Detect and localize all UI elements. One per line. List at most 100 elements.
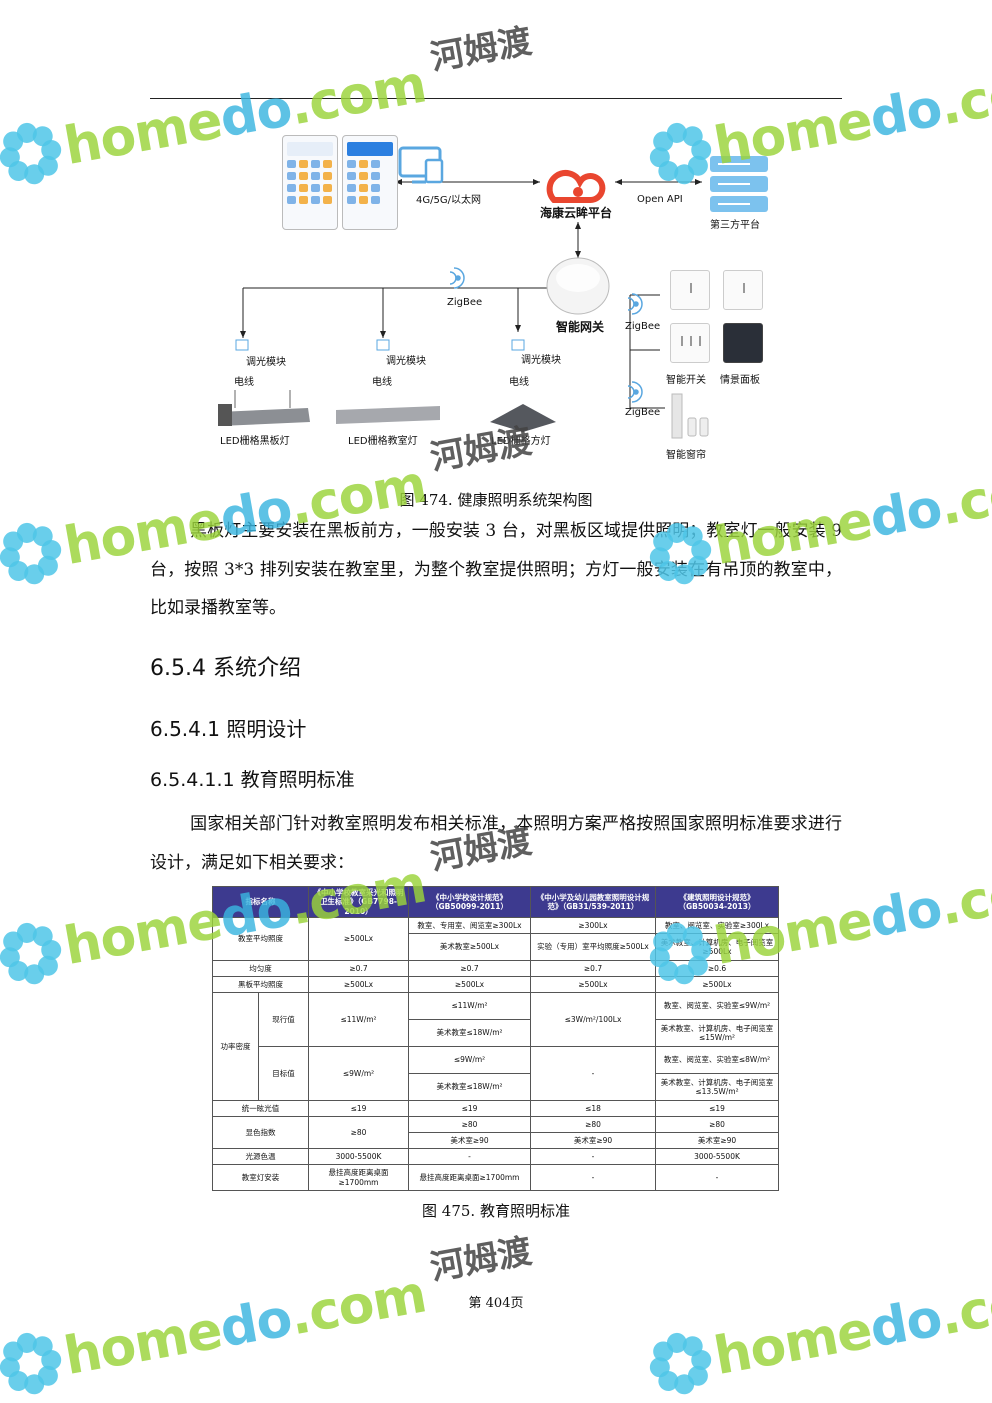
table-row: 统一眩光值 ≤19 ≤19 ≤18 ≤19 — [212, 1100, 779, 1118]
wm-brand-b: do — [865, 78, 946, 150]
table-cell: ≥500Lx — [308, 917, 409, 962]
paragraph-lamp-installation-text: 黑板灯主要安装在黑板前方，一般安装 3 台，对黑板区域提供照明；教室灯一般安装 … — [150, 521, 842, 618]
header-rule — [150, 98, 842, 99]
table-cell: ≥0.7 — [308, 960, 409, 978]
table-cell: 3000-5500K — [655, 1148, 779, 1166]
table-row: 均匀度 ≥0.7 ≥0.7 ≥0.7 ≥0.6 — [212, 960, 779, 978]
wm-brand-a: home — [59, 1300, 227, 1388]
table-cell: ≥500Lx — [655, 976, 779, 994]
wm-brand-b: do — [865, 878, 946, 950]
row-label: 教室灯安装 — [212, 1164, 309, 1192]
scene-panel-icon — [723, 323, 763, 363]
table-cell: - — [655, 1164, 779, 1192]
wm-brand-a: home — [59, 890, 227, 978]
smart-curtain-label: 智能窗帘 — [666, 450, 706, 461]
zigbee-label-right-1: ZigBee — [625, 321, 661, 332]
homedo-flower-logo — [0, 918, 66, 990]
row-label: 教室平均照度 — [212, 917, 309, 962]
dimming-module-label-2: 调光模块 — [386, 356, 426, 367]
dimming-module-label-3: 调光模块 — [521, 355, 561, 366]
homedo-cn-name: 河姆渡 — [427, 20, 535, 78]
homedo-watermark: homedo.com — [645, 1264, 992, 1400]
table-row: 功率密度 现行值 ≤11W/m² ≤11W/m² ≤3W/m²/100Lx 教室… — [212, 992, 779, 1102]
smart-switch-3-gang-icon — [670, 323, 710, 363]
row-label: 显色指数 — [212, 1116, 309, 1150]
table-cell: ≥500Lx — [408, 976, 531, 994]
third-party-label: 第三方平台 — [710, 220, 760, 231]
table-cell: 美术教室≥500Lx — [408, 933, 531, 962]
row-sublabel: 现行值 — [258, 992, 309, 1048]
table-cell: ≤19 — [408, 1100, 531, 1118]
figure-475-caption: 图 475. 教育照明标准 — [422, 1202, 570, 1220]
table-row: 目标值 ≤9W/m² ≤9W/m² - 教室、阅览室、实验室≤8W/m² — [213, 1046, 779, 1102]
table-cell: 教室、阅览室、实验室≥300Lx — [655, 917, 779, 935]
table-row: 光源色温 3000-5500K - - 3000-5500K — [212, 1148, 779, 1166]
scene-panel-label: 情景面板 — [720, 375, 760, 386]
table-cell: ≤18 — [530, 1100, 656, 1118]
smart-switch-1-gang-icon — [670, 270, 710, 310]
table-row: 美术教室≤18W/m² 美术教室、计算机房、电子阅览室≤13.5W/m² — [213, 1073, 779, 1102]
table-row: 美术教室≤18W/m² 美术教室、计算机房、电子阅览室≤15W/m² — [213, 1019, 779, 1048]
section-heading-6-5-4: 6.5.4 系统介绍 — [150, 656, 301, 681]
smart-switch-2-gang-icon — [723, 270, 763, 310]
table-cell: 悬挂高度距离桌面≥1700mm — [408, 1164, 531, 1192]
table-row: 教室平均照度 ≥500Lx 教室、专用室、阅览室≥300Lx ≥300Lx 教室… — [212, 917, 779, 962]
mobile-app-screenshot-2 — [342, 135, 398, 230]
table-cell: ≥0.7 — [530, 960, 656, 978]
figure-474-caption: 图 474. 健康照明系统架构图 — [399, 491, 593, 509]
header-gb31-539: 《中小学及幼儿园教室照明设计规范》（GB31/539-2011） — [530, 885, 656, 919]
section-heading-6-5-4-1-1: 6.5.4.1.1 教育照明标准 — [150, 769, 355, 791]
table-cell: ≥80 — [530, 1116, 656, 1134]
homedo-watermark: homedo.com 河姆渡 — [0, 1231, 541, 1400]
table-cell: 美术教室≤18W/m² — [408, 1019, 531, 1048]
lighting-standards-table: 指标名称 《中小学校教室采光和照明卫生标准》（GB7798-2010） 《中小学… — [212, 885, 779, 1192]
table-cell: ≥300Lx — [530, 917, 656, 935]
homedo-cn-name: 河姆渡 — [427, 1230, 535, 1288]
table-cell: 教室、专用室、阅览室≥300Lx — [408, 917, 531, 935]
wire-label-1: 电线 — [234, 377, 254, 388]
header-gb7798: 《中小学校教室采光和照明卫生标准》（GB7798-2010） — [308, 885, 409, 919]
wm-brand-c: .com — [935, 54, 992, 138]
table-cell: ≥80 — [308, 1116, 409, 1150]
table-cell: 美术教室、计算机房、电子阅览室≤15W/m² — [655, 1019, 779, 1048]
table-cell: ≥80 — [408, 1116, 531, 1134]
page-number: 第 404页 — [468, 1296, 524, 1311]
table-row: 黑板平均照度 ≥500Lx ≥500Lx ≥500Lx ≥500Lx — [212, 976, 779, 994]
table-header-row: 指标名称 《中小学校教室采光和照明卫生标准》（GB7798-2010） 《中小学… — [212, 885, 779, 919]
paragraph-standards-intro: 国家相关部门针对教室照明发布相关标准，本照明方案严格按照国家照明标准要求进行设计… — [150, 805, 842, 882]
architecture-diagram: 4G/5G/以太网 海康云眸平台 Open API 第三方平台 ZigBee 智… — [150, 120, 842, 480]
lamp-label-blackboard: LED栅格黑板灯 — [220, 436, 290, 447]
table-cell: - — [408, 1148, 531, 1166]
section-heading-6-5-4-1: 6.5.4.1 照明设计 — [150, 717, 307, 741]
table-cell: - — [530, 1164, 656, 1192]
table-cell: 悬挂高度距离桌面≥1700mm — [308, 1164, 409, 1192]
table-cell: 实验（专用）室平均照度≥500Lx — [530, 933, 656, 962]
homedo-wordmark: homedo.com — [60, 1264, 431, 1387]
wire-label-3: 电线 — [509, 377, 529, 388]
table-row: 美术教室≥500Lx 实验（专用）室平均照度≥500Lx 美术教室、计算机房、电… — [213, 933, 779, 962]
homedo-flower-logo — [0, 1328, 66, 1400]
homedo-flower-logo — [0, 518, 66, 590]
row-label: 均匀度 — [212, 960, 309, 978]
zigbee-label-left: ZigBee — [447, 297, 483, 308]
table-row: 美术室≥90 美术室≥90 美术室≥90 — [213, 1132, 779, 1150]
homedo-flower-logo — [0, 118, 66, 190]
lamp-label-classroom: LED栅格教室灯 — [348, 436, 418, 447]
table-cell: ≥500Lx — [530, 976, 656, 994]
table-cell: ≥80 — [655, 1116, 779, 1134]
row-sublabel: 目标值 — [258, 1046, 309, 1102]
table-cell: ≤9W/m² — [408, 1046, 531, 1075]
mobile-app-screenshot-1 — [282, 135, 338, 230]
paragraph-lamp-installation: 黑板灯主要安装在黑板前方，一般安装 3 台，对黑板区域提供照明；教室灯一般安装 … — [150, 512, 842, 628]
homedo-wordmark: homedo.com — [710, 1264, 992, 1387]
row-label: 光源色温 — [212, 1148, 309, 1166]
open-api-label: Open API — [637, 194, 683, 205]
table-row: 教室灯安装 悬挂高度距离桌面≥1700mm 悬挂高度距离桌面≥1700mm - … — [212, 1164, 779, 1192]
wm-brand-a: home — [709, 1300, 877, 1388]
zigbee-label-right-2: ZigBee — [625, 407, 661, 418]
table-cell: 美术室≥90 — [408, 1132, 531, 1150]
row-label: 功率密度 — [212, 992, 259, 1102]
homedo-flower-logo — [645, 1328, 717, 1400]
table-cell: - — [530, 1148, 656, 1166]
smart-switch-label: 智能开关 — [666, 375, 706, 386]
